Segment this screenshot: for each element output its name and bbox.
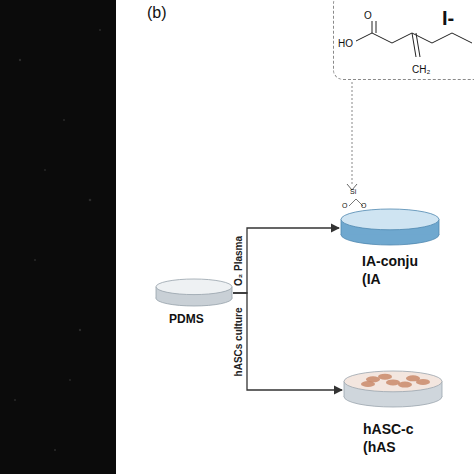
hasc-pdms-dish: hASC-c (hAS xyxy=(343,370,443,410)
edge-label: hASCs culture xyxy=(233,307,244,376)
node-text: IA-conju (IA xyxy=(362,252,438,288)
flow-arrow xyxy=(233,293,342,390)
node-outline xyxy=(340,208,440,248)
siloxane-bond xyxy=(349,199,363,206)
cell-shape xyxy=(386,379,400,385)
atom-label: Si xyxy=(350,188,356,195)
cell-shape xyxy=(398,382,412,388)
node-outline xyxy=(343,370,443,410)
node-outline xyxy=(155,278,233,308)
leader-line xyxy=(352,82,353,186)
atom-label: O xyxy=(342,202,347,209)
cell-shape xyxy=(378,374,392,380)
node-text: hASC-c (hAS xyxy=(363,420,437,456)
node-text: I- xyxy=(442,5,474,31)
cell-shape xyxy=(361,381,375,387)
atom-label: O xyxy=(361,202,366,209)
structure-box: I- HO CH₂ O xyxy=(333,0,474,80)
node-text: HO xyxy=(338,37,362,50)
molecule-drawing xyxy=(356,21,472,57)
dish-drawing xyxy=(344,371,442,407)
edge-label: O₂ Plasma xyxy=(233,235,244,285)
node-text: PDMS xyxy=(169,312,229,328)
dish-drawing xyxy=(341,209,439,245)
pdms-dish: PDMS xyxy=(155,278,233,308)
cell-shape xyxy=(416,379,430,385)
node-text: CH₂ xyxy=(412,63,442,76)
node-text: O xyxy=(364,9,378,22)
dish-drawing xyxy=(156,279,232,306)
flow-arrow xyxy=(233,228,339,293)
panel-letter: (b) xyxy=(147,4,167,22)
micrograph-panel xyxy=(0,0,116,474)
micrograph-speckle xyxy=(14,29,101,451)
ia-pdms-dish: IA-conju (IA xyxy=(340,208,440,248)
